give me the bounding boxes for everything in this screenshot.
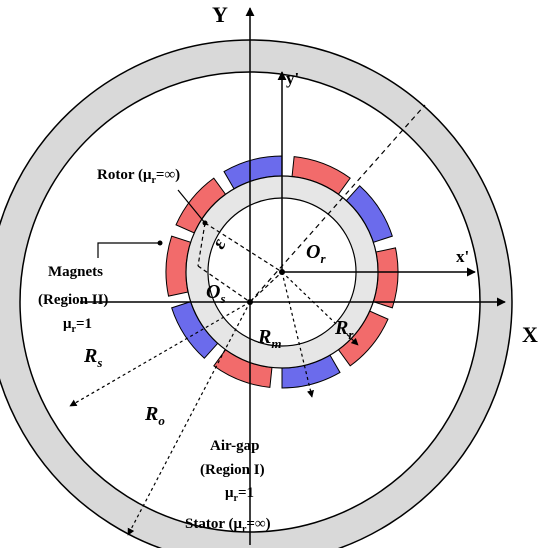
rotor-center-symbol: Or: [306, 241, 326, 266]
magnets-label: Magnets: [48, 264, 103, 280]
rs-arrow: [69, 301, 251, 407]
stator-center-symbol: Os: [206, 281, 226, 306]
magnet-radius-symbol: Rm: [257, 326, 281, 351]
rotor-radius-symbol: Rr: [334, 317, 354, 342]
stator-ring: [0, 39, 513, 548]
rotor-leader: [177, 189, 206, 224]
eccentricity-guide-2: [197, 222, 206, 267]
rotor-center-point: [279, 269, 285, 275]
stator-label: Stator (μr=∞): [185, 516, 271, 535]
x-axis-label: X: [522, 322, 538, 347]
rotor-leader-dot: [202, 220, 208, 226]
stator-center-point: [247, 299, 253, 305]
rotation-diagonal: [249, 104, 426, 303]
outer-radius-symbol: Ro: [144, 403, 165, 428]
magnets-leader: [97, 242, 160, 258]
eccentricity-guide-1: [204, 222, 283, 273]
rotor-label: Rotor (μr=∞): [97, 167, 180, 186]
y-prime-axis-label: y': [286, 69, 299, 88]
airgap-label: Air-gap: [210, 438, 259, 454]
magnets-permeability-label: μr=1: [63, 316, 92, 335]
stator-radius-symbol: Rs: [83, 345, 102, 370]
magnets-leader-dot: [157, 240, 163, 246]
eccentricity-guide-3: [197, 265, 251, 303]
x-prime-axis-label: x': [456, 247, 469, 266]
ro-arrow: [127, 301, 251, 536]
y-axis-label: Y: [212, 2, 228, 27]
airgap-region-label: (Region I): [200, 462, 265, 478]
magnets-region-label: (Region II): [38, 292, 108, 308]
airgap-permeability-label: μr=1: [225, 485, 254, 504]
eccentricity-line: [249, 271, 283, 303]
